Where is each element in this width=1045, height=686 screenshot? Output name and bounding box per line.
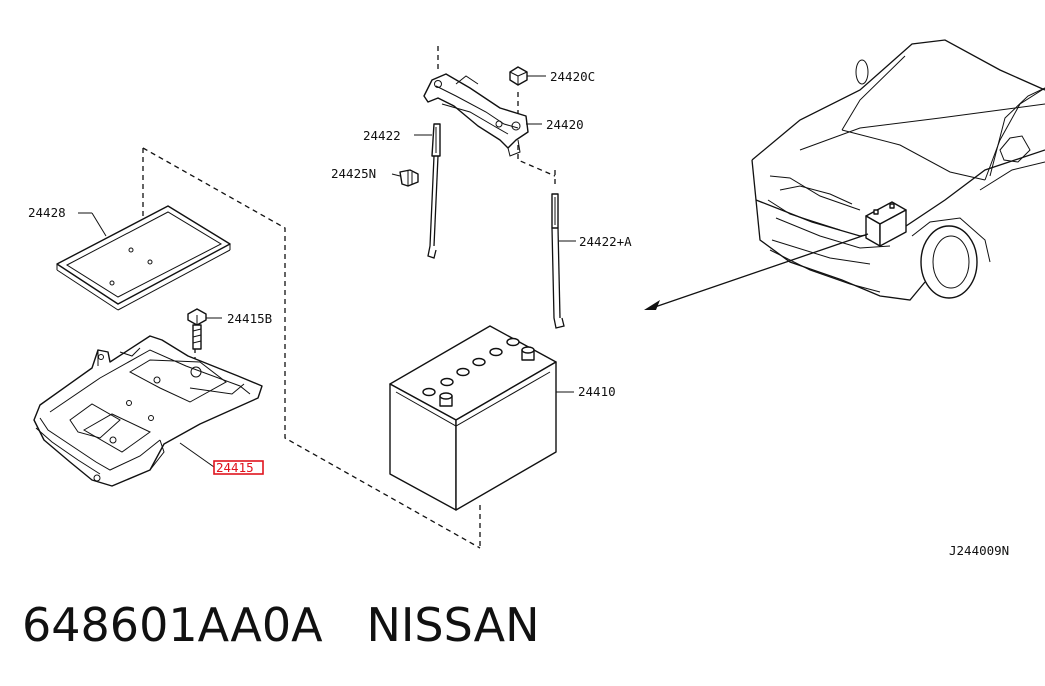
label-tray: 24415 [216, 460, 254, 475]
caption: 648601AA0A NISSAN [22, 598, 540, 652]
figure-code: J244009N [949, 543, 1009, 558]
label-left-rod: 24422 [363, 128, 401, 143]
highlight-box [213, 460, 264, 475]
right-rod-part [551, 193, 565, 329]
car-battery-highlight [865, 201, 907, 247]
label-right-rod: 24422+A [579, 234, 632, 249]
label-clip: 24425N [331, 166, 376, 181]
label-nut: 24420C [550, 69, 595, 84]
parts-diagram: 24428 24415B 24415 24420C 24420 24422 24… [28, 39, 1045, 558]
bolt-part [187, 308, 207, 350]
battery-tray-part [33, 335, 263, 487]
hold-down-frame-part [423, 73, 529, 157]
location-arrow [644, 233, 869, 310]
callout-labels: 24428 24415B 24415 24420C 24420 24422 24… [28, 69, 1009, 558]
left-rod-part [427, 123, 441, 259]
clip-part [399, 169, 419, 187]
label-battery: 24410 [578, 384, 616, 399]
battery-part [389, 325, 557, 511]
label-frame: 24420 [546, 117, 584, 132]
battery-terminals [439, 346, 535, 407]
label-tray-cover: 24428 [28, 205, 66, 220]
label-bolt: 24415B [227, 311, 272, 326]
caption-brand: NISSAN [366, 598, 540, 652]
nut-part [509, 66, 528, 86]
tray-cover-part [56, 205, 231, 311]
leader-lines [78, 75, 576, 468]
battery-caps [422, 337, 520, 397]
caption-part-number: 648601AA0A [22, 598, 323, 652]
car-illustration [751, 39, 1045, 301]
